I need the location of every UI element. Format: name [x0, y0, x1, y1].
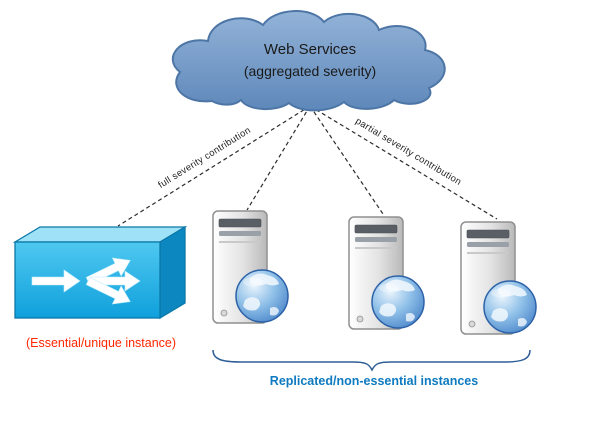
cloud-title: Web Services [264, 41, 356, 58]
box-top-face [12, 226, 188, 243]
link-to-server-3 [309, 105, 498, 220]
server-icon-3 [460, 221, 537, 335]
essential-instance-icon [12, 225, 188, 320]
left-link-label: full severity contribution [156, 125, 253, 191]
replicated-label: Replicated/non-essential instances [270, 374, 478, 388]
web-services-cloud: Web Services (aggregated severity) [172, 10, 446, 112]
right-link-label: partial severity contribution [353, 116, 463, 188]
box-side-face [159, 225, 186, 320]
link-to-server-2 [309, 105, 384, 215]
link-to-server-1 [246, 105, 311, 211]
essential-label: (Essential/unique instance) [26, 336, 176, 350]
group-brace [212, 349, 531, 372]
input-arrow-icon [31, 269, 81, 293]
link-to-essential [117, 105, 311, 227]
server-icon-1 [212, 210, 289, 324]
fanout-arrow-down-icon [85, 277, 131, 305]
server-icon-2 [348, 216, 425, 330]
cloud-subtitle: (aggregated severity) [244, 63, 376, 79]
cloud-shape [172, 10, 446, 112]
dependency-links [117, 105, 498, 227]
